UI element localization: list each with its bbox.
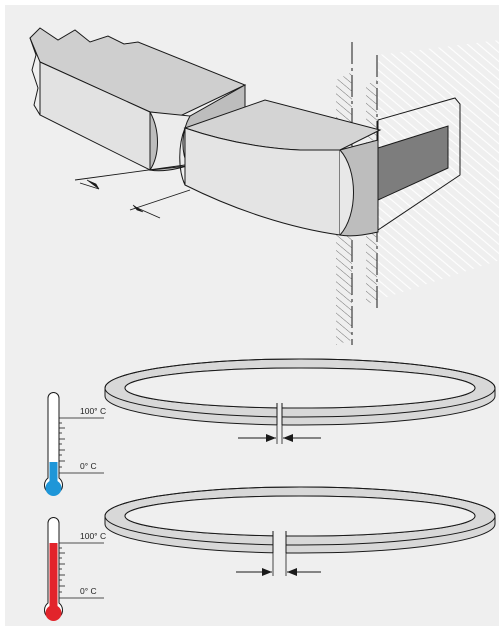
thermometer-hot-liquid — [49, 543, 58, 615]
dim-arrow-left — [86, 179, 100, 190]
thermometer-hot-label-top: 100° C — [80, 531, 106, 541]
right-block-left-end — [179, 127, 186, 186]
thermometer-hot-scale — [59, 542, 104, 599]
ring-hot-arrowhead-l — [262, 568, 272, 576]
dim-line-lower — [129, 189, 191, 211]
ring-cold — [104, 358, 496, 444]
ring-cold-arrowhead-l — [266, 434, 276, 442]
ring-hot-inner — [124, 495, 476, 537]
thermometer-cold-liquid — [49, 462, 58, 490]
dim-line-upper — [74, 164, 186, 181]
ring-cold-inner — [124, 367, 476, 409]
thermometer-cold-tube — [44, 392, 63, 495]
ring-cold-arrowhead-r — [283, 434, 293, 442]
clamp-curve — [339, 149, 354, 236]
thermometer-cold-label-top: 100° C — [80, 406, 106, 416]
left-block-broken-edge — [29, 37, 41, 116]
ring-hot — [104, 486, 496, 576]
thermometer-hot-label-bottom: 0° C — [80, 586, 97, 596]
thermometer-cold: 100° C 0° C — [44, 392, 106, 496]
ring-hot-gap — [273, 530, 286, 554]
ring-hot-outer-top — [104, 486, 496, 546]
ring-cold-gap — [277, 402, 282, 426]
workpiece-right-block — [179, 99, 382, 236]
ring-hot-arrowhead-r — [287, 568, 297, 576]
dim-arrow-left-shaft — [79, 182, 100, 190]
gap-dimension — [74, 164, 191, 219]
ring-cold-outer-top — [104, 358, 496, 418]
clamp-jaw — [339, 97, 461, 237]
thermometer-hot: 100° C 0° C — [44, 517, 106, 621]
thermometer-cold-scale — [59, 417, 104, 474]
dim-arrow-right-shaft — [134, 206, 161, 219]
thermometer-cold-label-bottom: 0° C — [80, 461, 97, 471]
